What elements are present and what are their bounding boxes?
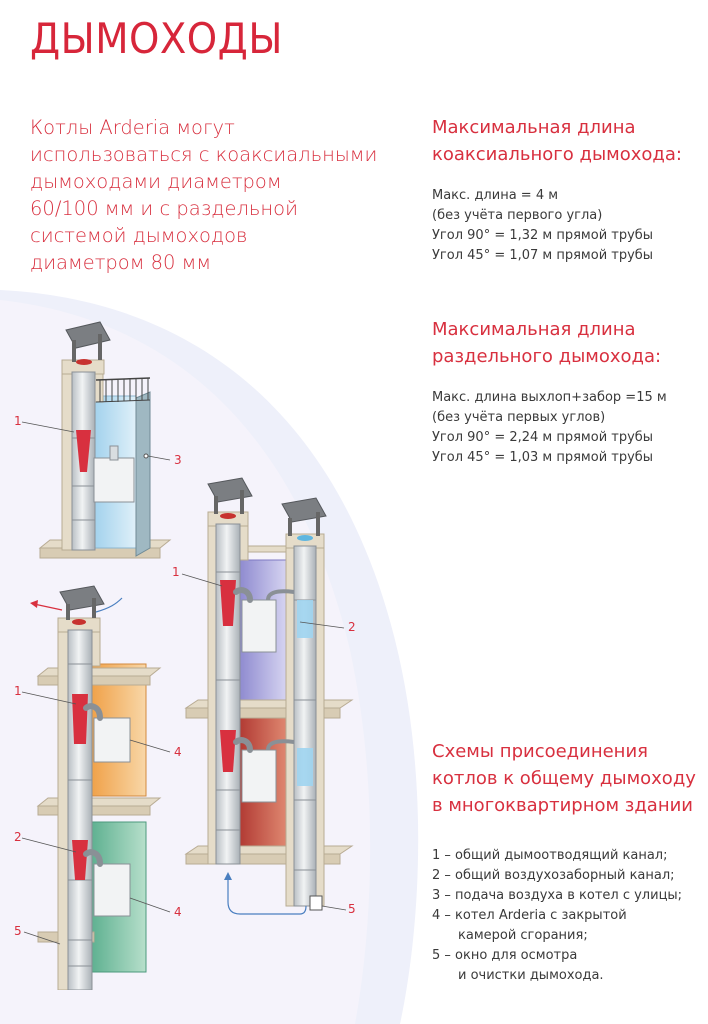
legend-item: 4 – котел Arderia с закрытой — [432, 908, 627, 923]
heading-line: Максимальная длина — [432, 117, 636, 138]
callout-label: 4 — [174, 745, 182, 759]
coaxial-heading: Максимальная длина коаксиального дымоход… — [432, 114, 702, 168]
spec-line: Макс. длина = 4 м — [432, 188, 559, 203]
separate-heading: Максимальная длина раздельного дымохода: — [432, 316, 702, 370]
intro-line: использоваться с коаксиальными — [30, 143, 378, 166]
heading-line: коаксиального дымохода: — [432, 144, 682, 165]
legend-item: 5 – окно для осмотра — [432, 948, 578, 963]
intro-line: системой дымоходов — [30, 224, 248, 247]
heading-line: раздельного дымохода: — [432, 346, 662, 367]
legend-item: 2 – общий воздухозаборный канал; — [432, 868, 675, 883]
callout-label: 5 — [348, 902, 356, 916]
intro-line: диаметром 80 мм — [30, 251, 212, 274]
callout-label: 4 — [174, 905, 182, 919]
spec-line: (без учёта первого угла) — [432, 208, 603, 223]
callout-label: 3 — [174, 453, 182, 467]
legend-item: камерой сгорания; — [458, 928, 588, 943]
diagram-coaxial-multi — [21, 585, 171, 990]
schemes-heading: Схемы присоединения котлов к общему дымо… — [432, 738, 702, 819]
heading-line: котлов к общему дымоходу — [432, 768, 696, 789]
intro-line: Котлы Arderia могут — [30, 116, 235, 139]
heading-line: Схемы присоединения — [432, 741, 648, 762]
coaxial-specs: Макс. длина = 4 м (без учёта первого угл… — [432, 186, 702, 266]
separate-specs: Макс. длина выхлоп+забор =15 м (без учёт… — [432, 388, 702, 468]
spec-line: Угол 90° = 1,32 м прямой трубы — [432, 228, 654, 243]
intro-text: Котлы Arderia могут использоваться с коа… — [30, 114, 410, 276]
spec-line: Угол 45° = 1,03 м прямой трубы — [432, 450, 654, 465]
heading-line: в многоквартирном здании — [432, 795, 693, 816]
callout-label: 2 — [348, 620, 356, 634]
spec-line: Угол 90° = 2,24 м прямой трубы — [432, 430, 654, 445]
chimney-diagrams — [21, 321, 354, 990]
page-title: ДЫМОХОДЫ — [30, 14, 283, 63]
legend-item: 1 – общий дымоотводящий канал; — [432, 848, 668, 863]
legend-item: и очистки дымохода. — [458, 968, 604, 983]
legend: 1 – общий дымоотводящий канал; 2 – общий… — [432, 846, 704, 986]
intro-line: 60/100 мм и с раздельной — [30, 197, 298, 220]
spec-line: (без учёта первых углов) — [432, 410, 606, 425]
callout-label: 1 — [14, 684, 22, 698]
callout-label: 1 — [14, 414, 22, 428]
diagram-coaxial-single — [21, 321, 172, 559]
intro-line: дымоходами диаметром — [30, 170, 282, 193]
callout-label: 2 — [14, 830, 22, 844]
spec-line: Макс. длина выхлоп+забор =15 м — [432, 390, 667, 405]
spec-line: Угол 45° = 1,07 м прямой трубы — [432, 248, 654, 263]
heading-line: Максимальная длина — [432, 319, 636, 340]
callout-label: 5 — [14, 924, 22, 938]
callout-label: 1 — [172, 565, 180, 579]
legend-item: 3 – подача воздуха в котел с улицы; — [432, 888, 683, 903]
diagram-separate-multi — [181, 477, 354, 915]
